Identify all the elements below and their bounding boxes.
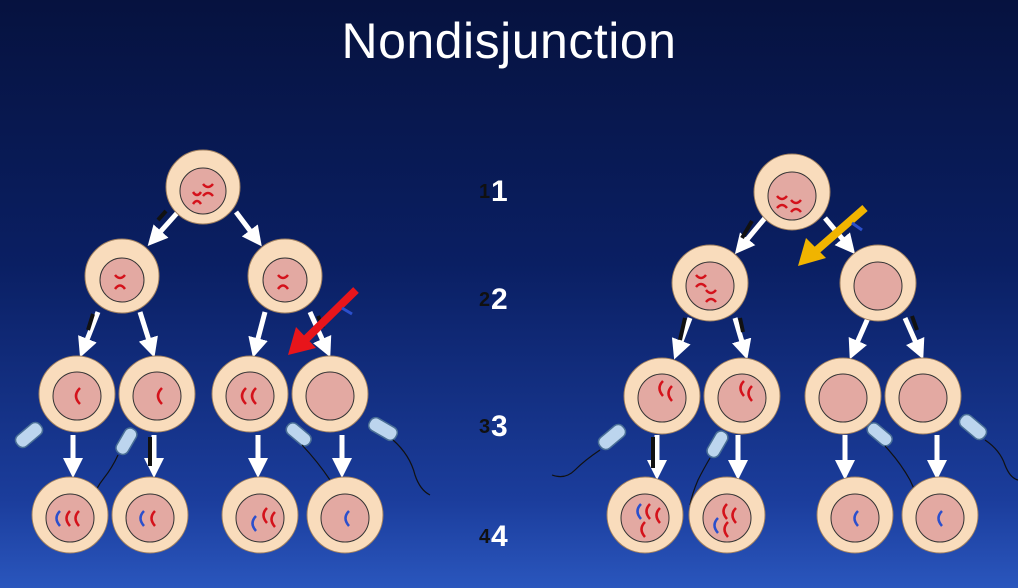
cell-icon [119, 356, 195, 432]
cell-icon [85, 239, 159, 313]
cell-icon [840, 245, 916, 321]
cell-icon [32, 477, 108, 553]
cell-icon [624, 358, 700, 434]
cell-icon [39, 356, 115, 432]
cell-icon [307, 477, 383, 553]
cell-icon [248, 239, 322, 313]
cell-icon [902, 477, 978, 553]
cell-icon [754, 154, 830, 230]
cell-icon [672, 245, 748, 321]
cell-icon [607, 477, 683, 553]
cell-icon [805, 358, 881, 434]
cell-icon [704, 358, 780, 434]
cell-icon [112, 477, 188, 553]
cell-icon [292, 356, 368, 432]
cell-icon [212, 356, 288, 432]
cell-icon [689, 477, 765, 553]
cell-icon [222, 477, 298, 553]
cell-icon [817, 477, 893, 553]
right-panel [552, 154, 1018, 553]
cell-icon [885, 358, 961, 434]
cell-icon [166, 150, 240, 224]
left-panel [13, 150, 430, 553]
